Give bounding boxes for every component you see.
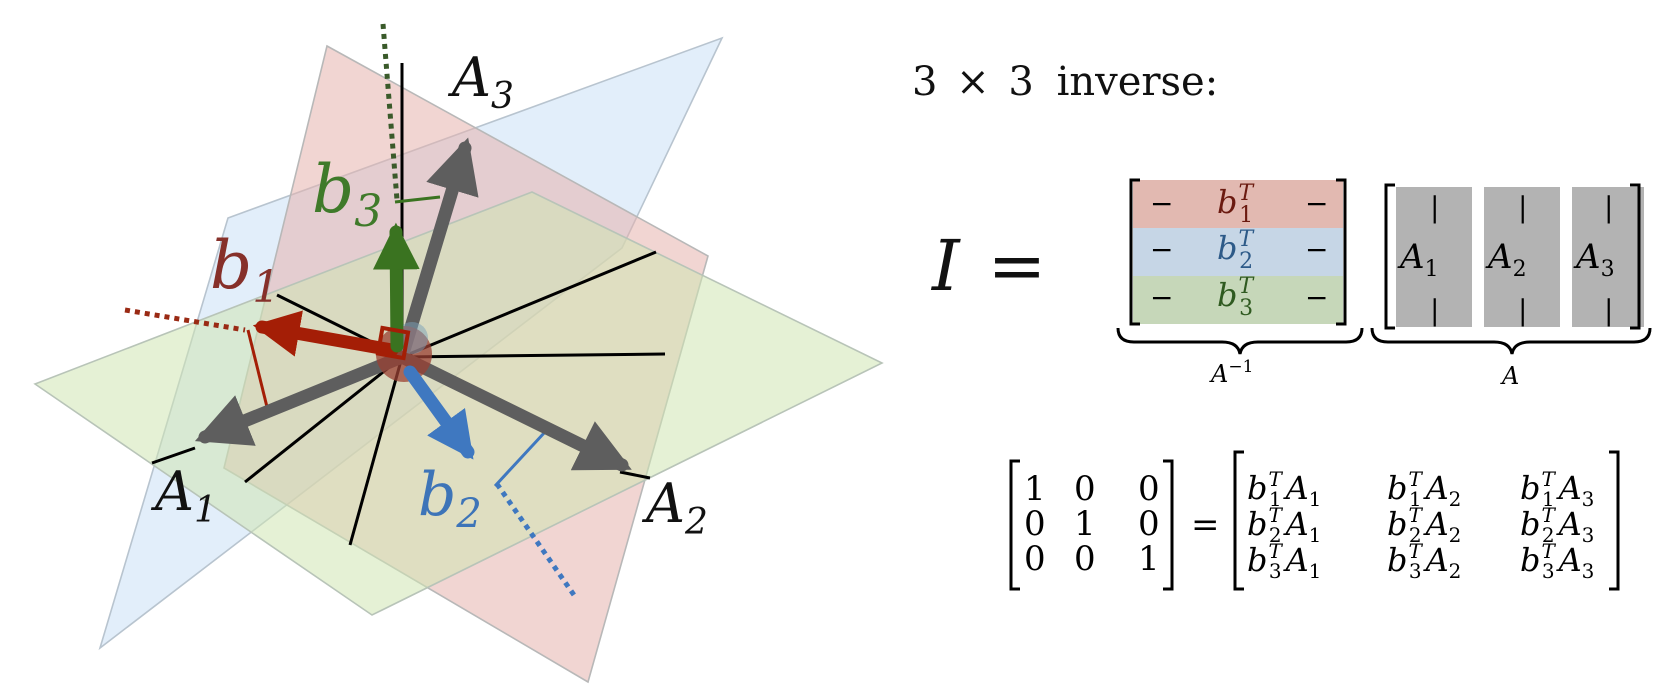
col3-label: A3 xyxy=(1573,237,1615,282)
row2-dash-right: − xyxy=(1305,233,1328,266)
column-matrix: | A1 | | A2 | | A3 | A xyxy=(1370,183,1652,390)
row2-dash-left: − xyxy=(1150,233,1173,266)
col2-bar-bottom: | xyxy=(1518,294,1527,327)
b2-dotted-line xyxy=(494,482,579,600)
col-matrix-brace-label: A xyxy=(1500,362,1519,390)
row1-dash-left: − xyxy=(1150,187,1173,220)
col-band-1 xyxy=(1396,187,1472,327)
A1-arrow xyxy=(194,350,409,446)
col2-bar-top: | xyxy=(1518,191,1527,224)
col2-label: A2 xyxy=(1485,237,1527,282)
planes-diagram: A3 A1 A2 b3 b1 b2 xyxy=(33,23,884,684)
identity-cell: 1 xyxy=(1024,469,1046,509)
label-A2: A2 xyxy=(641,472,708,543)
identity-cell: 0 xyxy=(1024,539,1046,579)
row-band-3 xyxy=(1133,276,1343,324)
label-b1: b1 xyxy=(210,227,280,313)
col3-bar-bottom: | xyxy=(1604,294,1613,327)
row-matrix-brace-label: A−1 xyxy=(1209,357,1253,388)
row-band-1 xyxy=(1133,180,1343,228)
col1-label: A1 xyxy=(1397,237,1439,282)
A2-arrow xyxy=(395,350,632,472)
row3-dash-right: − xyxy=(1305,281,1328,314)
col-band-3 xyxy=(1572,187,1644,327)
label-b2: b2 xyxy=(418,460,482,537)
b3-arrow xyxy=(372,222,420,353)
identity-cell: 0 xyxy=(1074,469,1096,509)
label-A1: A1 xyxy=(150,460,217,531)
identity-eq: I= xyxy=(930,225,1046,307)
b2-normal-tick xyxy=(493,430,547,488)
b1-dotted-line xyxy=(124,307,246,333)
col3-bar-top: | xyxy=(1604,191,1613,224)
row-matrix-brace xyxy=(1116,327,1364,355)
plane-green xyxy=(33,191,884,616)
identity-cell: 0 xyxy=(1138,504,1160,544)
row-band-2 xyxy=(1133,228,1343,276)
col1-bar-top: | xyxy=(1430,191,1439,224)
col1-bar-bottom: | xyxy=(1430,294,1439,327)
label-A3: A3 xyxy=(447,46,514,117)
section-title: 3 × 3 inverse: xyxy=(912,59,1218,105)
identity-cell: 0 xyxy=(1074,539,1096,579)
col-matrix-brace xyxy=(1370,327,1652,355)
b1-normal-tick xyxy=(246,329,270,412)
row3-dash-left: − xyxy=(1150,281,1173,314)
label-b3: b3 xyxy=(312,151,382,237)
right-angle-marker xyxy=(375,325,411,361)
identity-cell: 1 xyxy=(1074,504,1096,544)
b1-arrow xyxy=(252,310,399,357)
identity-cell: 0 xyxy=(1138,469,1160,509)
b2-arrow xyxy=(403,365,475,460)
row1-dash-right: − xyxy=(1305,187,1328,220)
b3-normal-tick xyxy=(394,195,441,204)
col-band-2 xyxy=(1484,187,1560,327)
identity-cell: 1 xyxy=(1138,539,1160,579)
identity-cell: 0 xyxy=(1024,504,1046,544)
product-equals: = xyxy=(1191,505,1220,545)
